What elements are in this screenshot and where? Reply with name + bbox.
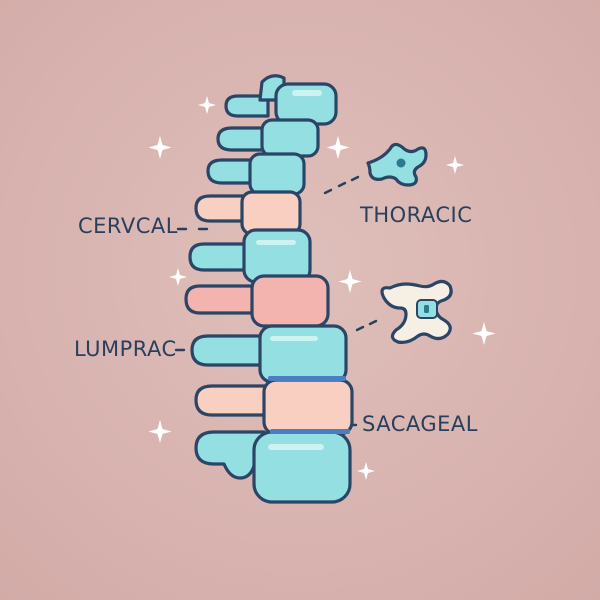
vertebra-l3 [262,378,354,436]
sparkle-icon [148,420,172,443]
vertebra-l2 [258,324,348,384]
intervertebral-discs [268,376,350,434]
vertebra-t2 [242,228,312,284]
sparkle-icon [198,96,216,114]
label-sacral: SACAGEAL [362,412,478,436]
vertebra-top-icon [366,142,428,187]
label-thoracic: THORACIC [360,203,473,227]
highlights [256,90,324,450]
vertebra-s1 [252,430,352,504]
vertebra-cross-section-icon [380,279,453,344]
vertebra-t1 [240,190,302,236]
sparkle-icon [148,136,172,159]
sparkles [148,96,496,480]
vertebra-l1 [250,274,330,328]
spine-processes [184,74,286,480]
label-lumbar: LUMPRAC [74,337,177,361]
sparkle-icon [169,268,187,286]
sparkle-icon [338,270,362,293]
label-cervical: CERVCAL [78,214,178,238]
vertebra-c3 [248,152,306,196]
vertebra-c2 [260,118,320,158]
sparkle-icon [326,136,350,159]
sparkle-icon [357,462,375,480]
sparkle-icon [446,156,464,174]
sparkle-icon [472,322,496,345]
